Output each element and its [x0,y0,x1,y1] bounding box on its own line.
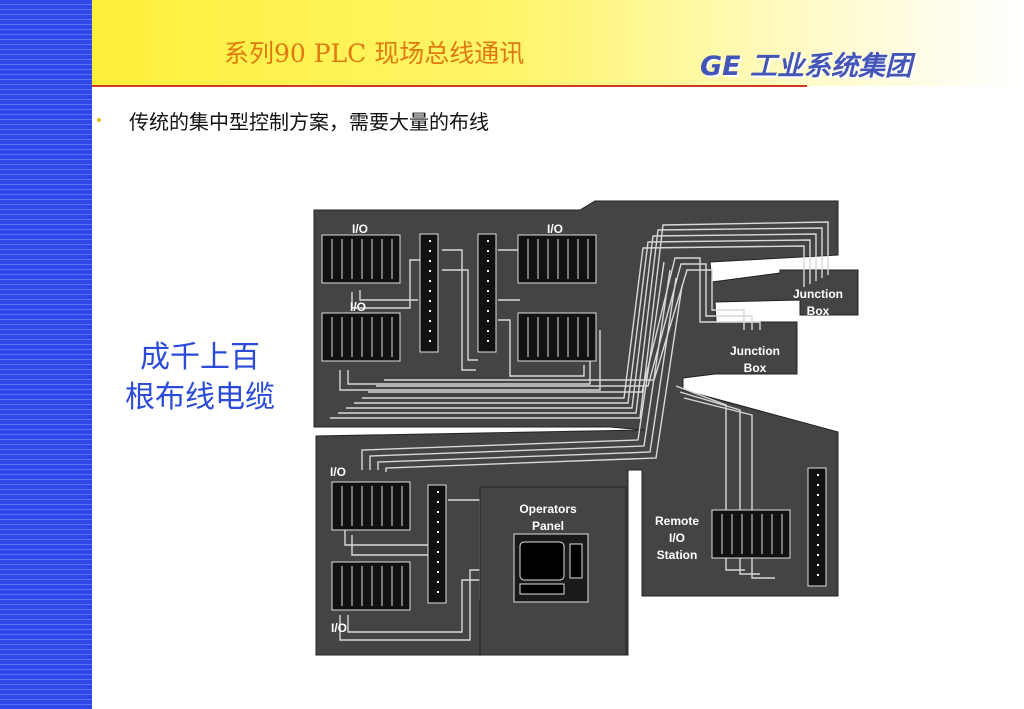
io-module [321,312,401,362]
header-divider [92,85,807,87]
junction-box-2-line-2: Box [744,361,767,375]
callout-line-2: 根布线电缆 [125,380,275,415]
terminal-strip [427,484,447,604]
bullet-text: 传统的集中型控制方案，需要大量的布线 [129,110,489,134]
io-label: I/O [330,465,346,479]
terminal-strip [419,233,439,353]
junction-box-2-line-1: Junction [730,344,780,358]
operators-panel-line-2: Panel [532,519,564,533]
terminal-strips [419,233,827,604]
io-label: I/O [331,621,347,635]
remote-station-line-1: Remote [655,514,699,528]
junction-box-1-line-2: Box [807,304,830,318]
io-label: I/O [352,222,368,236]
remote-station-line-2: I/O [669,531,685,545]
io-module [321,234,401,284]
brand-logo-text: GE 工业系统集团 [700,51,913,82]
slide-title: 系列90 PLC 现场总线通讯 [224,39,525,68]
remote-station-line-3: Station [657,548,698,562]
io-module [331,481,411,531]
io-modules [321,234,791,611]
io-module [331,561,411,611]
callout-line-1: 成千上百 [140,340,260,375]
operator-panel-graphic [479,486,627,656]
io-module [517,312,597,362]
operators-panel-line-1: Operators [519,502,577,516]
io-label: I/O [350,300,366,314]
io-module [517,234,597,284]
io-module [711,509,791,559]
terminal-strip [477,233,497,353]
terminal-dots [429,240,819,593]
junction-box-1-line-1: Junction [793,287,843,301]
diagram-labels: I/O I/O I/O I/O I/O Junction Box Junctio… [330,222,843,635]
callout-text: 成千上百 根布线电缆 [102,338,298,418]
header-bar [92,0,1024,87]
terminal-strip [807,467,827,587]
io-label: I/O [547,222,563,236]
sidebar-stripes [0,0,92,709]
bullet-icon [97,118,101,122]
